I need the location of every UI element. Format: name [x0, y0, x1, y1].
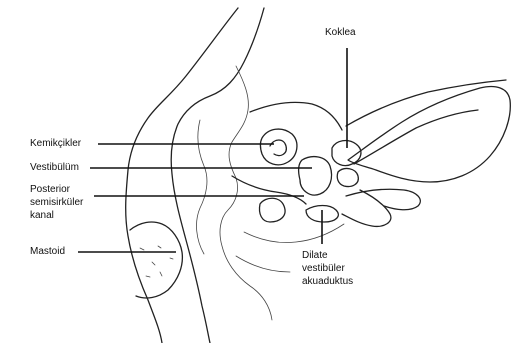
cochlea-shape [348, 87, 510, 183]
label-dilate-line-1: Dilate [302, 250, 328, 262]
semicircular-canal-shape [259, 198, 285, 222]
lower-petrous-line [244, 224, 344, 243]
superior-bone-edge [250, 102, 342, 130]
ossicles-inner [270, 140, 286, 156]
label-posterior-line-2: semisirküler [30, 197, 83, 209]
vestibule-shape [299, 157, 332, 195]
label-koklea: Koklea [325, 27, 356, 39]
temporal-bone-inner-outline [171, 8, 264, 343]
bone-speckle-contour [197, 120, 207, 254]
label-dilate-line-2: vestibüler [302, 263, 345, 275]
cochlea-inner [354, 110, 478, 164]
label-kemikcikler: Kemikçikler [30, 138, 81, 150]
label-posterior-line-1: Posterior [30, 184, 70, 196]
internal-canal-edge [346, 189, 420, 210]
label-posterior-line-3: kanal [30, 210, 54, 222]
inferior-bone-edge [232, 176, 306, 204]
lower-bone-line [236, 256, 290, 272]
ossicles-shape [261, 129, 297, 165]
cochlea-small-loop [337, 169, 358, 187]
temporal-bone-outer-outline [126, 8, 238, 343]
mastoid-outline [130, 222, 182, 298]
label-dilate-line-3: akuaduktus [302, 276, 353, 288]
bone-trabecular-contour [220, 66, 272, 320]
mastoid-speckle [140, 246, 173, 277]
label-vestibulum: Vestibülüm [30, 162, 79, 174]
label-mastoid: Mastoid [30, 246, 65, 258]
